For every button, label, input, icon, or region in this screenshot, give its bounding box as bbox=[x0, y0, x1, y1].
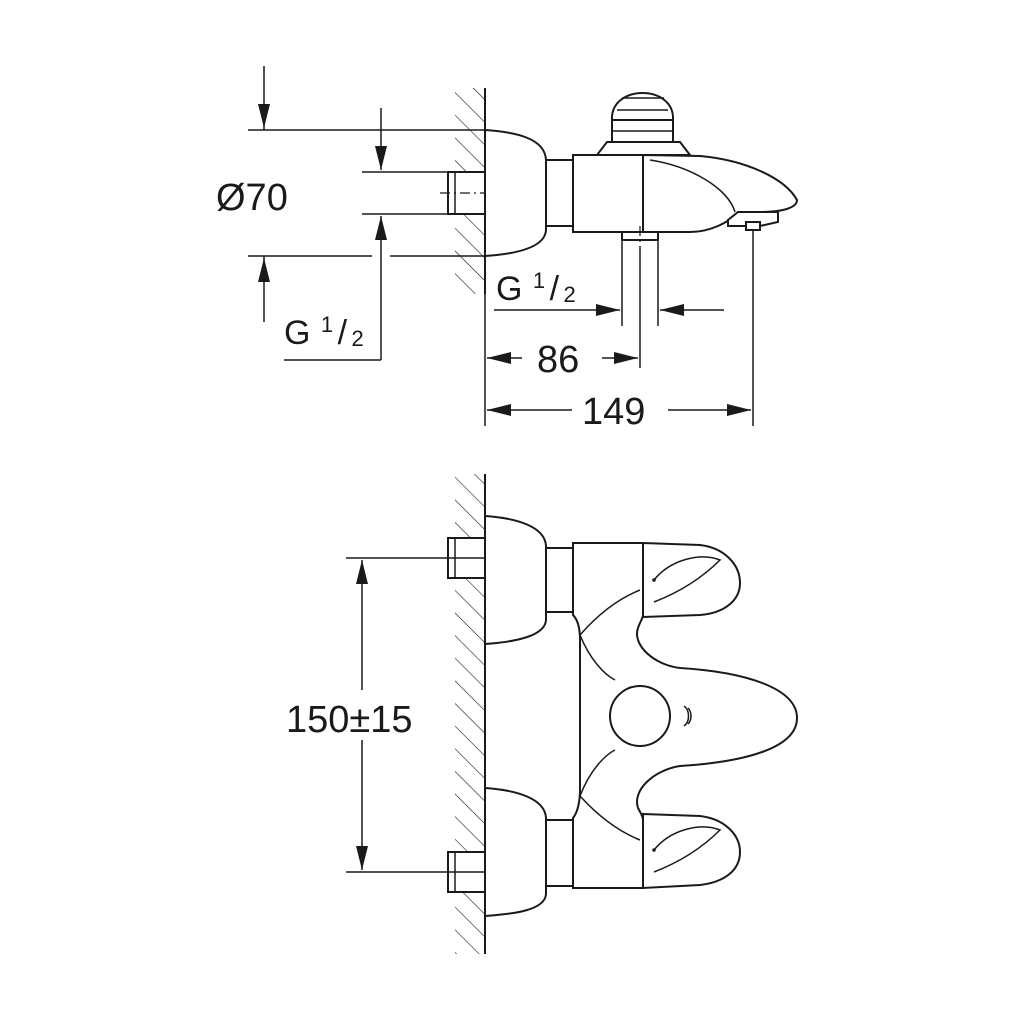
depth-86-dimension: 86 bbox=[484, 246, 641, 426]
inlet-nipple-top bbox=[440, 171, 492, 215]
centre-distance-label: 150±15 bbox=[286, 699, 413, 741]
valve-body-plan bbox=[572, 542, 799, 889]
plan-view: 150±15 bbox=[286, 474, 799, 954]
diverter-knob bbox=[594, 92, 693, 156]
lower-handle bbox=[642, 812, 742, 890]
diameter-dimension: Ø70 bbox=[216, 66, 484, 322]
outlet-thread-label: G 1 / 2 bbox=[496, 268, 576, 308]
outlet-connector bbox=[621, 226, 659, 246]
diameter-label: Ø70 bbox=[216, 177, 288, 219]
outlet-thread-dimension: G 1 / 2 bbox=[494, 240, 724, 326]
centre-distance-dimension: 150±15 bbox=[286, 557, 484, 873]
depth-149-label: 149 bbox=[582, 391, 645, 433]
depth-149-dimension: 149 bbox=[487, 230, 754, 433]
side-view: Ø70 G 1 / 2 G bbox=[216, 66, 799, 433]
upper-handle bbox=[642, 541, 742, 619]
spout bbox=[642, 153, 799, 233]
depth-86-label: 86 bbox=[537, 339, 579, 381]
inlet-thread-dimension: G 1 / 2 bbox=[284, 108, 448, 361]
inlet-thread-label: G 1 / 2 bbox=[284, 312, 364, 352]
connector-top bbox=[545, 159, 574, 227]
diverter-button-plan bbox=[609, 685, 692, 747]
upper-inlet bbox=[447, 514, 574, 646]
spout-nozzle bbox=[727, 211, 779, 231]
escutcheon-top bbox=[484, 128, 547, 258]
valve-body-top bbox=[572, 154, 644, 233]
